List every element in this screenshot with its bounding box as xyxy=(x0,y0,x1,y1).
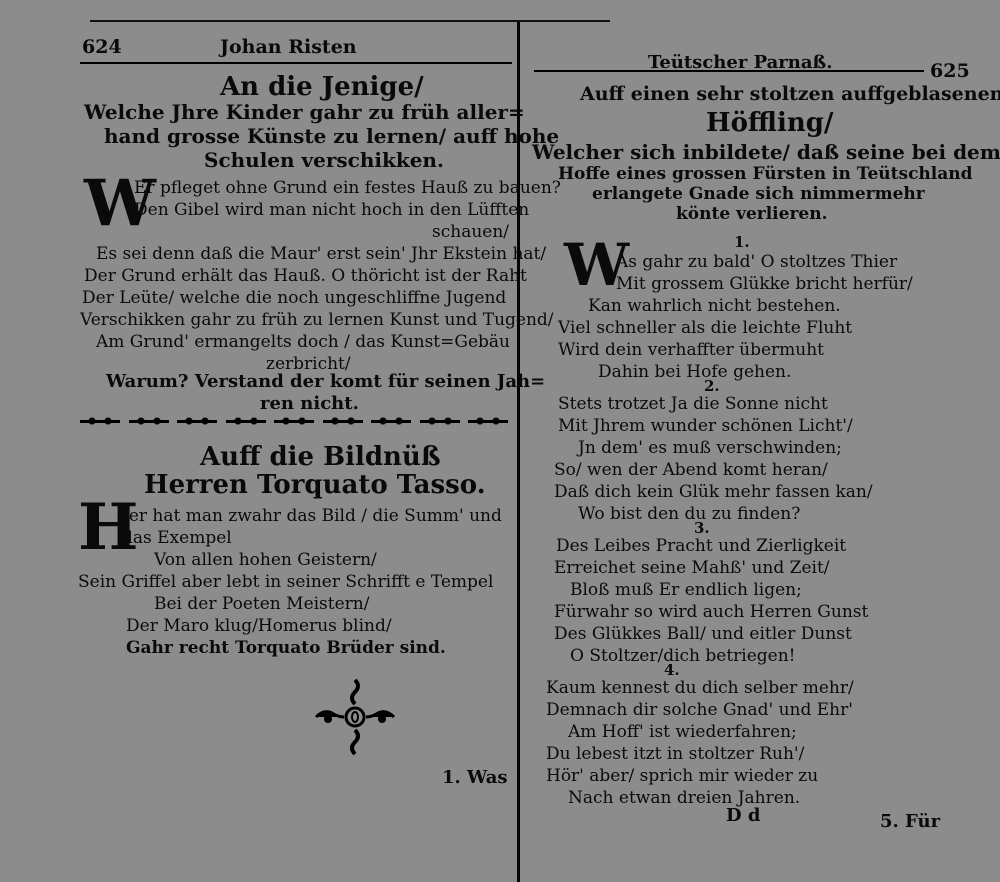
stanza-line: Kan wahrlich nicht bestehen. xyxy=(588,296,841,316)
signature-mark: D d xyxy=(726,805,761,826)
right-poem-subtitle-line: Welcher sich inbildete/ daß seine bei de… xyxy=(532,140,1000,164)
poem1-line: Der Leüte/ welche die noch ungeschliffne… xyxy=(82,288,507,308)
stanza-line: Am Hoff' ist wiederfahren; xyxy=(568,722,797,742)
stanza-line: Wo bist den du zu finden? xyxy=(578,504,801,524)
right-poem-subtitle-line: könte verlieren. xyxy=(676,204,828,224)
stanza-line: Kaum kennest du dich selber mehr/ xyxy=(546,678,854,698)
stanza-line: Des Glükkes Ball/ und eitler Dunst xyxy=(554,624,852,644)
poem1-subtitle-line: Welche Jhre Kinder gahr zu früh aller= xyxy=(84,100,525,124)
stanza-line: Demnach dir solche Gnad' und Ehr' xyxy=(546,700,853,720)
stanza-number: 2. xyxy=(704,377,720,395)
poem1-subtitle-line: Schulen verschikken. xyxy=(204,148,444,172)
stanza-line: Hör' aber/ sprich mir wieder zu xyxy=(546,766,819,786)
stanza-line: Des Leibes Pracht und Zierligkeit xyxy=(556,536,847,556)
poem2-subtitle: Herren Torquato Tasso. xyxy=(144,470,486,500)
right-page-number: 625 xyxy=(930,60,970,82)
ornament-band xyxy=(80,408,508,434)
stanza-line: Daß dich kein Glük mehr fassen kan/ xyxy=(554,482,873,502)
poem2-line: Bei der Poeten Meistern/ xyxy=(154,594,370,614)
poem1-line: Am Grund' ermangelts doch / das Kunst=Ge… xyxy=(96,332,510,352)
poem2-line: das Exempel xyxy=(122,528,232,548)
stanza-line: Fürwahr so wird auch Herren Gunst xyxy=(554,602,869,622)
poem1-line: Er pfleget ohne Grund ein festes Hauß zu… xyxy=(134,178,561,198)
stanza-number: 1. xyxy=(734,233,750,251)
poem2-line: Jer hat man zwahr das Bild / die Summ' u… xyxy=(122,506,502,526)
right-poem-title-line: Auff einen sehr stoltzen auffgeblasenen xyxy=(580,83,1000,105)
ornament-piece xyxy=(80,412,120,430)
poem1-drop-cap: W xyxy=(84,166,156,241)
stanza-line: Bloß muß Er endlich ligen; xyxy=(570,580,802,600)
poem2-line: Sein Griffel aber lebt in seiner Schriff… xyxy=(78,572,494,592)
stanza-line: Dahin bei Hofe gehen. xyxy=(598,362,792,382)
left-header-rule xyxy=(80,62,512,64)
stanza-line: Du lebest itzt in stoltzer Ruh'/ xyxy=(546,744,805,764)
stanza-number: 3. xyxy=(694,519,710,537)
ornament-piece xyxy=(419,412,460,430)
book-gutter xyxy=(517,22,520,882)
stanza-line: Mit Jhrem wunder schönen Licht'/ xyxy=(558,416,853,436)
right-catchword: 5. Für xyxy=(880,811,941,832)
stanza-number: 4. xyxy=(664,661,680,679)
right-header-rule xyxy=(534,70,924,72)
stanza-line: As gahr zu bald' O stoltzes Thier xyxy=(616,252,898,272)
poem1-line: Verschikken gahr zu früh zu lernen Kunst… xyxy=(80,310,554,330)
left-catchword: 1. Was xyxy=(442,767,508,788)
ornament-piece xyxy=(468,412,508,430)
poem2-line: Gahr recht Torquato Brüder sind. xyxy=(126,638,446,658)
poem1-line: Der Grund erhält das Hauß. O thöricht is… xyxy=(84,266,527,286)
stanza-line: Stets trotzet Ja die Sonne nicht xyxy=(558,394,828,414)
stanza-line: Mit grossem Glükke bricht herfür/ xyxy=(616,274,913,294)
poem1-line: Warum? Verstand der komt für seinen Jah= xyxy=(106,371,546,392)
ornament-piece xyxy=(322,412,363,430)
right-poem-title-line: Höffling/ xyxy=(706,108,834,138)
ornament-piece xyxy=(225,412,266,430)
poem1-line: schauen/ xyxy=(432,222,510,242)
right-running-head: Teütscher Parnaß. xyxy=(648,52,833,73)
stanza-line: Erreichet seine Mahß' und Zeit/ xyxy=(554,558,830,578)
stanza-line: Jn dem' es muß verschwinden; xyxy=(578,438,842,458)
left-page-number: 624 xyxy=(82,36,122,58)
poem1-line: Es sei denn daß die Maur' erst sein' Jhr… xyxy=(96,244,547,264)
poem1-line: Den Gibel wird man nicht hoch in den Lüf… xyxy=(134,200,530,220)
poem1-title: An die Jenige/ xyxy=(220,72,424,102)
right-poem-drop-cap: W xyxy=(564,231,630,299)
stanza-line: Wird dein verhaffter übermuht xyxy=(558,340,824,360)
stanza-line: Viel schneller als die leichte Fluht xyxy=(558,318,853,338)
right-poem-subtitle-line: erlangete Gnade sich nimmermehr xyxy=(592,184,925,204)
stanza-line: So/ wen der Abend komt heran/ xyxy=(554,460,828,480)
stanza-line: Nach etwan dreien Jahren. xyxy=(568,788,801,808)
poem1-line: ren nicht. xyxy=(260,393,359,414)
poem1-line: zerbricht/ xyxy=(266,354,351,374)
ornament-piece xyxy=(274,412,314,430)
stanza-line: O Stoltzer/dich betriegen! xyxy=(570,646,796,666)
poem2-title: Auff die Bildnüß xyxy=(200,442,441,472)
right-poem-subtitle-line: Hoffe eines grossen Fürsten in Teütschla… xyxy=(558,164,973,184)
poem1-subtitle-line: hand grosse Künste zu lernen/ auff hohe xyxy=(104,124,560,148)
poem2-drop-cap: H xyxy=(78,490,139,565)
poem2-line: Der Maro klug/Homerus blind/ xyxy=(126,616,392,636)
ornament-piece xyxy=(128,412,169,430)
top-rule xyxy=(90,20,610,22)
printer-ornament-icon xyxy=(314,678,396,756)
ornament-piece xyxy=(177,412,217,430)
ornament-piece xyxy=(371,412,411,430)
left-running-head: Johan Risten xyxy=(220,36,357,58)
poem2-line: Von allen hohen Geistern/ xyxy=(154,550,377,570)
